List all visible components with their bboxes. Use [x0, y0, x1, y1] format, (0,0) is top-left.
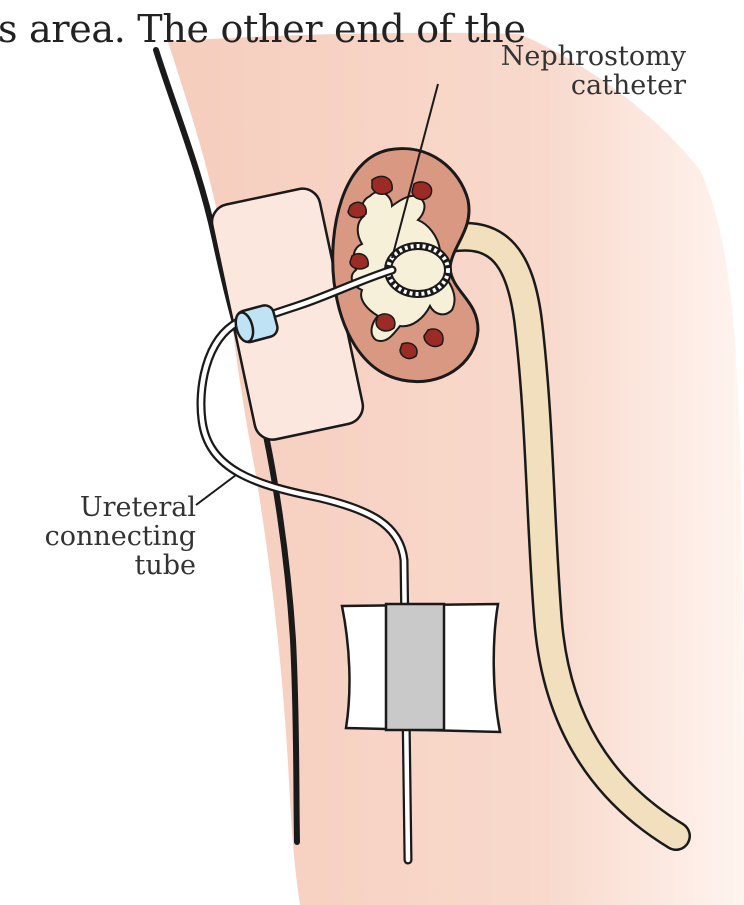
tape-clip	[386, 604, 444, 730]
securing-tape	[342, 604, 500, 732]
ureteral-leader-line	[196, 475, 236, 505]
ureteral-label-line-3: tube	[0, 551, 196, 580]
skin-area	[168, 33, 744, 905]
ureteral-label-line-1: Ureteral	[0, 493, 196, 522]
ureteral-connecting-tube-label: Ureteral connecting tube	[0, 493, 196, 580]
nephrostomy-label-line-2: catheter	[426, 71, 686, 100]
nephrostomy-catheter-label: Nephrostomy catheter	[426, 42, 686, 100]
ureteral-label-line-2: connecting	[0, 522, 196, 551]
nephrostomy-label-line-1: Nephrostomy	[426, 42, 686, 71]
